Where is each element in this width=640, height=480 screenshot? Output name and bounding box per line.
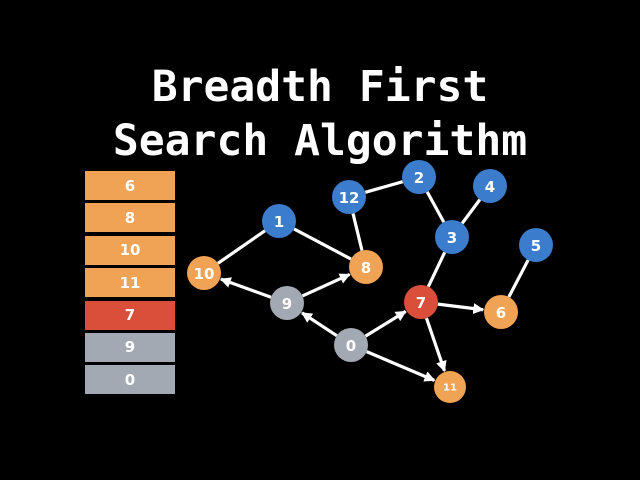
queue-cell-7: 7 (85, 300, 175, 330)
node-label-11: 11 (443, 383, 457, 394)
node-11: 11 (434, 371, 466, 403)
node-circle-11 (434, 371, 466, 403)
edge-7-6 (437, 302, 485, 314)
node-label-1: 1 (274, 213, 284, 231)
node-label-2: 2 (414, 169, 424, 187)
edge-7-11 (424, 317, 447, 372)
node-circle-6 (484, 295, 518, 329)
edge-9-10 (219, 277, 272, 299)
node-5: 5 (519, 228, 553, 262)
queue-cell-0: 0 (85, 365, 175, 395)
node-circle-7 (404, 285, 438, 319)
edge-9-8 (301, 273, 351, 298)
edge-0-9 (301, 311, 338, 338)
edge-0-7 (364, 310, 407, 338)
edge-4-3 (460, 198, 482, 225)
node-6: 6 (484, 295, 518, 329)
node-circle-2 (402, 160, 436, 194)
queue-cell-8: 8 (85, 203, 175, 233)
node-circle-4 (473, 169, 507, 203)
edge-0-11 (366, 350, 436, 382)
edge-12-2 (364, 180, 404, 194)
node-label-4: 4 (485, 178, 495, 196)
queue-cell-6: 6 (85, 171, 175, 200)
node-circle-9 (270, 286, 304, 320)
node-8: 8 (349, 250, 383, 284)
edge-1-8 (293, 227, 352, 261)
title-line-1: Breadth First (151, 62, 489, 112)
queue-cell-9: 9 (85, 332, 175, 362)
node-1: 1 (262, 204, 296, 238)
node-label-7: 7 (416, 294, 426, 312)
node-10: 10 (187, 256, 221, 290)
node-label-12: 12 (339, 189, 360, 207)
edges-layer (217, 180, 530, 382)
node-label-8: 8 (361, 259, 371, 277)
node-0: 0 (334, 328, 368, 362)
node-circle-3 (435, 220, 469, 254)
node-circle-5 (519, 228, 553, 262)
node-circle-8 (349, 250, 383, 284)
node-label-6: 6 (496, 304, 506, 322)
node-7: 7 (404, 285, 438, 319)
queue-cell-11: 11 (85, 268, 175, 298)
node-9: 9 (270, 286, 304, 320)
node-2: 2 (402, 160, 436, 194)
node-12: 12 (332, 180, 366, 214)
node-3: 3 (435, 220, 469, 254)
node-4: 4 (473, 169, 507, 203)
edge-12-8 (351, 213, 364, 251)
edge-1-10 (217, 229, 266, 265)
title-line-2: Search Algorithm (112, 116, 528, 166)
node-label-3: 3 (447, 229, 457, 247)
node-circle-0 (334, 328, 368, 362)
node-circle-10 (187, 256, 221, 290)
edge-3-7 (426, 251, 447, 288)
node-circle-12 (332, 180, 366, 214)
node-label-9: 9 (282, 295, 292, 313)
node-label-0: 0 (346, 337, 356, 355)
queue-cell-10: 10 (85, 235, 175, 265)
edge-2-3 (425, 191, 446, 223)
edge-5-6 (507, 259, 530, 298)
node-circle-1 (262, 204, 296, 238)
node-label-10: 10 (194, 265, 215, 283)
node-label-5: 5 (531, 237, 541, 255)
